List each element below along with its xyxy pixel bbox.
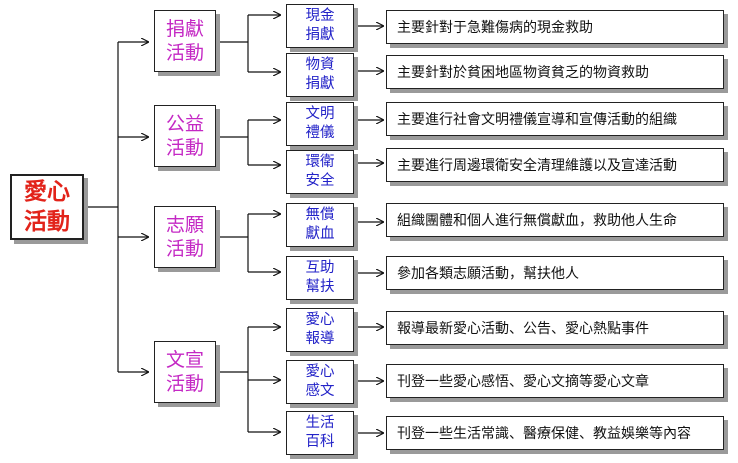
sub-label-line2: 捐獻 (305, 76, 335, 92)
category-label-line2: 活動 (165, 137, 204, 159)
sub-label-line2: 感文 (305, 383, 335, 399)
sub-node-charity-report: 愛心 報導 (286, 308, 354, 352)
sub-node-sanitation-safety: 環衛 安全 (286, 150, 354, 194)
description-box: 組織團體和個人進行無償獻血，救助他人生命 (386, 203, 724, 237)
sub-label-line2: 禮儀 (305, 125, 335, 141)
sub-label-line1: 互助 (305, 260, 335, 276)
description-box: 參加各類志願活動，幫扶他人 (386, 256, 724, 290)
description-box: 報導最新愛心活動、公告、愛心熱點事件 (386, 311, 724, 345)
sub-label-line2: 報導 (305, 331, 335, 347)
sub-node-material-donation: 物資 捐獻 (286, 53, 354, 97)
sub-node-charity-essay: 愛心 感文 (286, 360, 354, 404)
category-label-line1: 文宣 (165, 349, 204, 371)
category-label-line1: 捐獻 (165, 18, 204, 40)
sub-label-line2: 獻血 (305, 226, 335, 242)
category-label-line2: 活動 (165, 373, 204, 395)
root-label-line1: 愛心 (24, 179, 70, 205)
sub-label-line1: 愛心 (305, 312, 335, 328)
sub-label-line1: 無償 (305, 207, 335, 223)
sub-label-line2: 捐獻 (305, 27, 335, 43)
category-node-public-welfare: 公益 活動 (154, 105, 216, 167)
sub-node-mutual-aid: 互助 幫扶 (286, 256, 354, 300)
description-box: 主要進行社會文明禮儀宣導和宣傳活動的組織 (386, 102, 724, 136)
root-node-aixin-huodong: 愛心 活動 (10, 174, 84, 240)
sub-label-line1: 生活 (305, 415, 335, 431)
sub-label-line1: 愛心 (305, 364, 335, 380)
sub-label-line1: 環衛 (305, 154, 335, 170)
sub-label-line1: 物資 (305, 57, 335, 73)
category-label-line2: 活動 (165, 238, 204, 260)
sub-node-cash-donation: 現金 捐獻 (286, 4, 354, 48)
description-box: 主要進行周邊環衛安全清理維護以及宣達活動 (386, 148, 724, 182)
description-box: 刊登一些生活常識、醫療保健、教益娛樂等內容 (386, 416, 724, 450)
sub-label-line1: 現金 (305, 8, 335, 24)
category-node-publicity: 文宣 活動 (154, 341, 216, 403)
category-node-donation: 捐獻 活動 (154, 10, 216, 72)
sub-node-blood-donation: 無償 獻血 (286, 203, 354, 247)
category-label-line1: 志願 (165, 214, 204, 236)
sub-label-line1: 文明 (305, 106, 335, 122)
category-label-line2: 活動 (165, 42, 204, 64)
description-box: 主要針對于急難傷病的現金救助 (386, 10, 724, 44)
category-node-volunteer: 志願 活動 (154, 206, 216, 268)
sub-node-civility: 文明 禮儀 (286, 102, 354, 146)
sub-node-life-encyclopedia: 生活 百科 (286, 411, 354, 455)
category-label-line1: 公益 (165, 113, 204, 135)
description-box: 主要針對於貧困地區物資貧乏的物資救助 (386, 55, 724, 89)
sub-label-line2: 幫扶 (305, 279, 335, 295)
sub-label-line2: 百科 (305, 434, 335, 450)
description-box: 刊登一些愛心感悟、愛心文摘等愛心文章 (386, 364, 724, 398)
sub-label-line2: 安全 (305, 173, 335, 189)
root-label-line2: 活動 (24, 209, 70, 235)
